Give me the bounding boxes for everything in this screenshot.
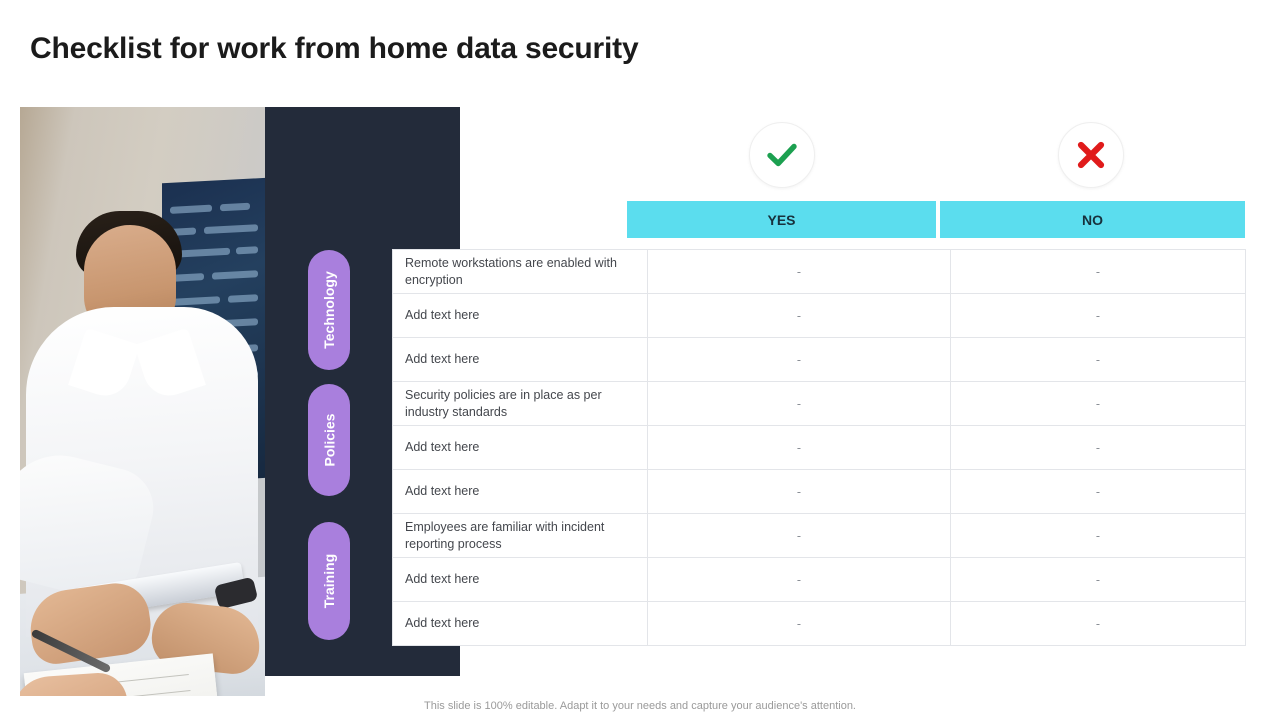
row-no-cell[interactable]: -: [950, 557, 1246, 602]
row-no-cell[interactable]: -: [950, 293, 1246, 338]
category-pill-training-label: Training: [321, 553, 338, 609]
table-row[interactable]: Security policies are in place as per in…: [392, 381, 1246, 426]
row-no-cell[interactable]: -: [950, 469, 1246, 514]
hero-photo: [20, 107, 265, 696]
column-header-no: NO: [940, 201, 1245, 238]
row-label: Add text here: [392, 337, 648, 382]
row-yes-cell[interactable]: -: [647, 469, 951, 514]
column-header-no-label: NO: [1082, 211, 1103, 228]
row-yes-cell[interactable]: -: [647, 381, 951, 426]
row-no-cell[interactable]: -: [950, 337, 1246, 382]
row-no-cell[interactable]: -: [950, 601, 1246, 646]
row-label: Remote workstations are enabled with enc…: [392, 249, 648, 294]
row-label: Add text here: [392, 469, 648, 514]
category-pill-policies-label: Policies: [321, 413, 338, 467]
table-row[interactable]: Add text here - -: [392, 469, 1246, 514]
row-yes-cell[interactable]: -: [647, 293, 951, 338]
column-header-yes: YES: [627, 201, 936, 238]
row-yes-cell[interactable]: -: [647, 249, 951, 294]
footer-note: This slide is 100% editable. Adapt it to…: [424, 700, 856, 712]
category-pill-technology[interactable]: Technology: [308, 250, 350, 370]
table-row[interactable]: Add text here - -: [392, 337, 1246, 382]
checklist-table: Remote workstations are enabled with enc…: [392, 249, 1246, 646]
table-row[interactable]: Add text here - -: [392, 557, 1246, 602]
row-label: Add text here: [392, 425, 648, 470]
row-no-cell[interactable]: -: [950, 381, 1246, 426]
cross-icon: [1058, 122, 1124, 188]
row-no-cell[interactable]: -: [950, 513, 1246, 558]
row-yes-cell[interactable]: -: [647, 601, 951, 646]
check-icon: [749, 122, 815, 188]
row-yes-cell[interactable]: -: [647, 425, 951, 470]
row-yes-cell[interactable]: -: [647, 337, 951, 382]
row-no-cell[interactable]: -: [950, 249, 1246, 294]
row-label: Employees are familiar with incident rep…: [392, 513, 648, 558]
table-row[interactable]: Add text here - -: [392, 293, 1246, 338]
table-row[interactable]: Employees are familiar with incident rep…: [392, 513, 1246, 558]
table-row[interactable]: Add text here - -: [392, 601, 1246, 646]
table-row[interactable]: Add text here - -: [392, 425, 1246, 470]
row-label: Add text here: [392, 293, 648, 338]
page-title: Checklist for work from home data securi…: [30, 32, 639, 65]
row-label: Add text here: [392, 601, 648, 646]
row-label: Add text here: [392, 557, 648, 602]
row-yes-cell[interactable]: -: [647, 557, 951, 602]
category-pill-technology-label: Technology: [321, 271, 337, 349]
row-yes-cell[interactable]: -: [647, 513, 951, 558]
row-no-cell[interactable]: -: [950, 425, 1246, 470]
table-row[interactable]: Remote workstations are enabled with enc…: [392, 249, 1246, 294]
category-pill-policies[interactable]: Policies: [308, 384, 350, 496]
column-header-yes-label: YES: [767, 211, 796, 228]
checklist-table-body: Remote workstations are enabled with enc…: [392, 249, 1246, 646]
row-label: Security policies are in place as per in…: [392, 381, 648, 426]
category-pill-training[interactable]: Training: [308, 522, 350, 640]
